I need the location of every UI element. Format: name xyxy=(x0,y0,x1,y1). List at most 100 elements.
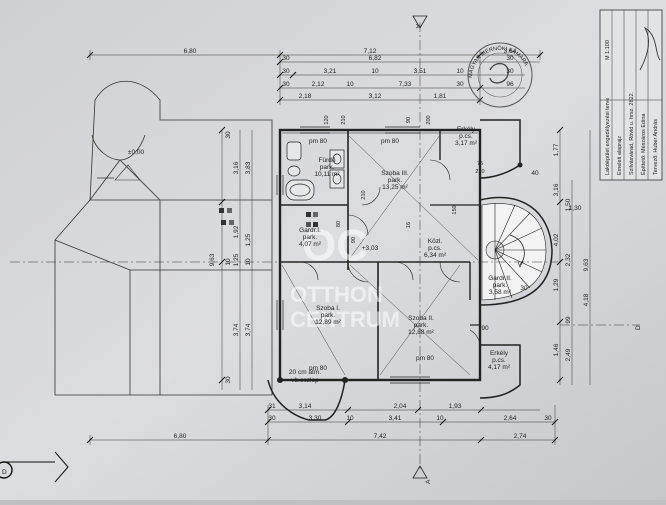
dim-bottom-row2: 2,64 xyxy=(504,415,517,422)
room-floor: park. xyxy=(493,282,508,289)
dim-right-col2: 2,32 xyxy=(565,253,572,266)
signature xyxy=(639,26,661,71)
dimension-lines xyxy=(89,50,591,445)
dim-left-wall: 30 xyxy=(225,131,232,139)
dim-bottom-row3: 6,80 xyxy=(174,433,187,440)
watermark-line2: CENTRUM xyxy=(290,307,400,332)
windows xyxy=(276,126,430,384)
dim-top-row2: 30 xyxy=(282,55,290,62)
dim-top-row3: 10 xyxy=(371,68,379,75)
dim-right-small: 90 xyxy=(481,325,489,332)
dim-right-col1: 1,29 xyxy=(553,278,560,291)
title-builder: Építtető: Mészáros Edina xyxy=(640,113,647,175)
section-marker-d: D xyxy=(0,451,69,483)
dim-right-col3: 4,18 xyxy=(583,293,590,306)
bathroom-fixtures xyxy=(285,141,345,201)
parapet-label: pm 80 xyxy=(381,138,399,145)
dim-right-small: 1,30 xyxy=(569,205,582,212)
parapet-label: pm 80 xyxy=(416,355,434,362)
room-area: 12,89 m² xyxy=(315,319,341,326)
dim-bottom-row3: 7,42 xyxy=(374,433,387,440)
dim-top-overall: 6,80 xyxy=(184,48,197,55)
room-name: Gardr.II. xyxy=(488,275,512,282)
title-designer: Tervező: Huber András xyxy=(653,119,659,175)
dim-bottom-row2: 30 xyxy=(268,415,276,422)
dimension-ticks xyxy=(86,51,564,444)
dim-left-col2: 3,83 xyxy=(245,161,252,174)
title-project: Lakóépület engedélyezési terve xyxy=(605,98,611,175)
room-area: 12,88 m² xyxy=(408,329,434,336)
dim-bottom-row2: 3,30 xyxy=(309,415,322,422)
dim-left-col1: 1,92 xyxy=(233,225,240,238)
room-name: Közl. xyxy=(428,238,443,245)
section-marker-a-bottom: A xyxy=(412,465,432,484)
opening-label: 80 xyxy=(336,221,342,227)
dim-top-row4: 2,12 xyxy=(312,81,325,88)
room-floor: park. xyxy=(303,234,318,241)
section-marker-d-right: D xyxy=(635,325,642,330)
opening-label: 16 xyxy=(406,222,412,228)
dim-right-col1: 4,02 xyxy=(553,233,560,246)
title-scale: M 1:100 xyxy=(605,40,611,60)
opening-label: 210 xyxy=(341,115,347,124)
dim-top-row4: 96 xyxy=(506,81,514,88)
opening-label: 210 xyxy=(475,169,484,175)
dim-right-col1: 1,46 xyxy=(553,343,560,356)
dim-right-col2: 1,50 xyxy=(565,198,572,211)
stair-level: +3,03 xyxy=(362,245,379,252)
dim-bottom-row2: 3,41 xyxy=(389,415,402,422)
dim-top-row4: 10 xyxy=(346,81,354,88)
title-block: Lakóépület engedélyezési terve Emeleti a… xyxy=(599,9,663,181)
opening-label: 210 xyxy=(361,190,367,199)
dim-right-small: 40 xyxy=(531,170,539,177)
column-note: vb.oszlop xyxy=(291,377,319,384)
room-name: Fürdő xyxy=(319,157,336,164)
room-name: Szoba II. xyxy=(408,315,434,322)
room-name: Erkély xyxy=(457,126,476,133)
dim-bottom-row1: 1,93 xyxy=(449,403,462,410)
dim-top-row2: 30 xyxy=(506,55,514,62)
room-name: Gardr.I. xyxy=(299,227,321,234)
dim-top-row4: 30 xyxy=(456,81,464,88)
dim-bottom-row1: 2,04 xyxy=(394,403,407,410)
dim-right-small: 30 xyxy=(520,285,528,292)
dim-left-wall: 10 xyxy=(225,258,232,266)
watermark-line1: OTTHON xyxy=(290,282,383,307)
room-area: 6,34 m² xyxy=(424,252,447,259)
parapet-label: pm 80 xyxy=(309,138,327,145)
svg-text:A: A xyxy=(414,24,421,29)
dim-top-row3: 30 xyxy=(506,68,514,75)
dim-top-row3: 30 xyxy=(282,68,290,75)
title-sheet: Emeleti alaprajz xyxy=(617,136,623,175)
dim-bottom-row2: 10 xyxy=(346,415,354,422)
parapet-label: pm 80 xyxy=(309,365,327,372)
dim-left-col1: 3,16 xyxy=(233,161,240,174)
svg-text:D: D xyxy=(2,469,7,476)
room-area: 4,17 m² xyxy=(488,364,511,371)
svg-text:D: D xyxy=(635,325,642,330)
opening-label: 90 xyxy=(351,237,357,243)
dim-bottom-row2: 10 xyxy=(436,415,444,422)
columns xyxy=(277,162,523,383)
dim-top-row5: 3,12 xyxy=(369,93,382,100)
watermark-logo: OC xyxy=(302,221,368,270)
dim-top-row3: 3,21 xyxy=(324,68,337,75)
level-mark: ±0,00 xyxy=(128,149,145,156)
dim-left-col1: 3,74 xyxy=(233,323,240,336)
dim-bottom-row2: 30 xyxy=(544,415,552,422)
opening-label: 75 xyxy=(477,161,483,167)
axis-lines xyxy=(10,22,640,470)
room-floor: park. xyxy=(414,322,429,329)
dim-right-col3: 9,63 xyxy=(583,258,590,271)
opening-label: 120 xyxy=(324,115,330,124)
room-name: Erkély xyxy=(490,350,509,357)
stair-symbols xyxy=(219,208,318,227)
opening-label: 90 xyxy=(406,117,412,123)
dim-right-col1: 3,16 xyxy=(553,183,560,196)
dim-top-row3: 10 xyxy=(456,68,464,75)
dim-left-col1: 1,25 xyxy=(233,253,240,266)
dim-top-row1: 7,12 xyxy=(364,48,377,55)
